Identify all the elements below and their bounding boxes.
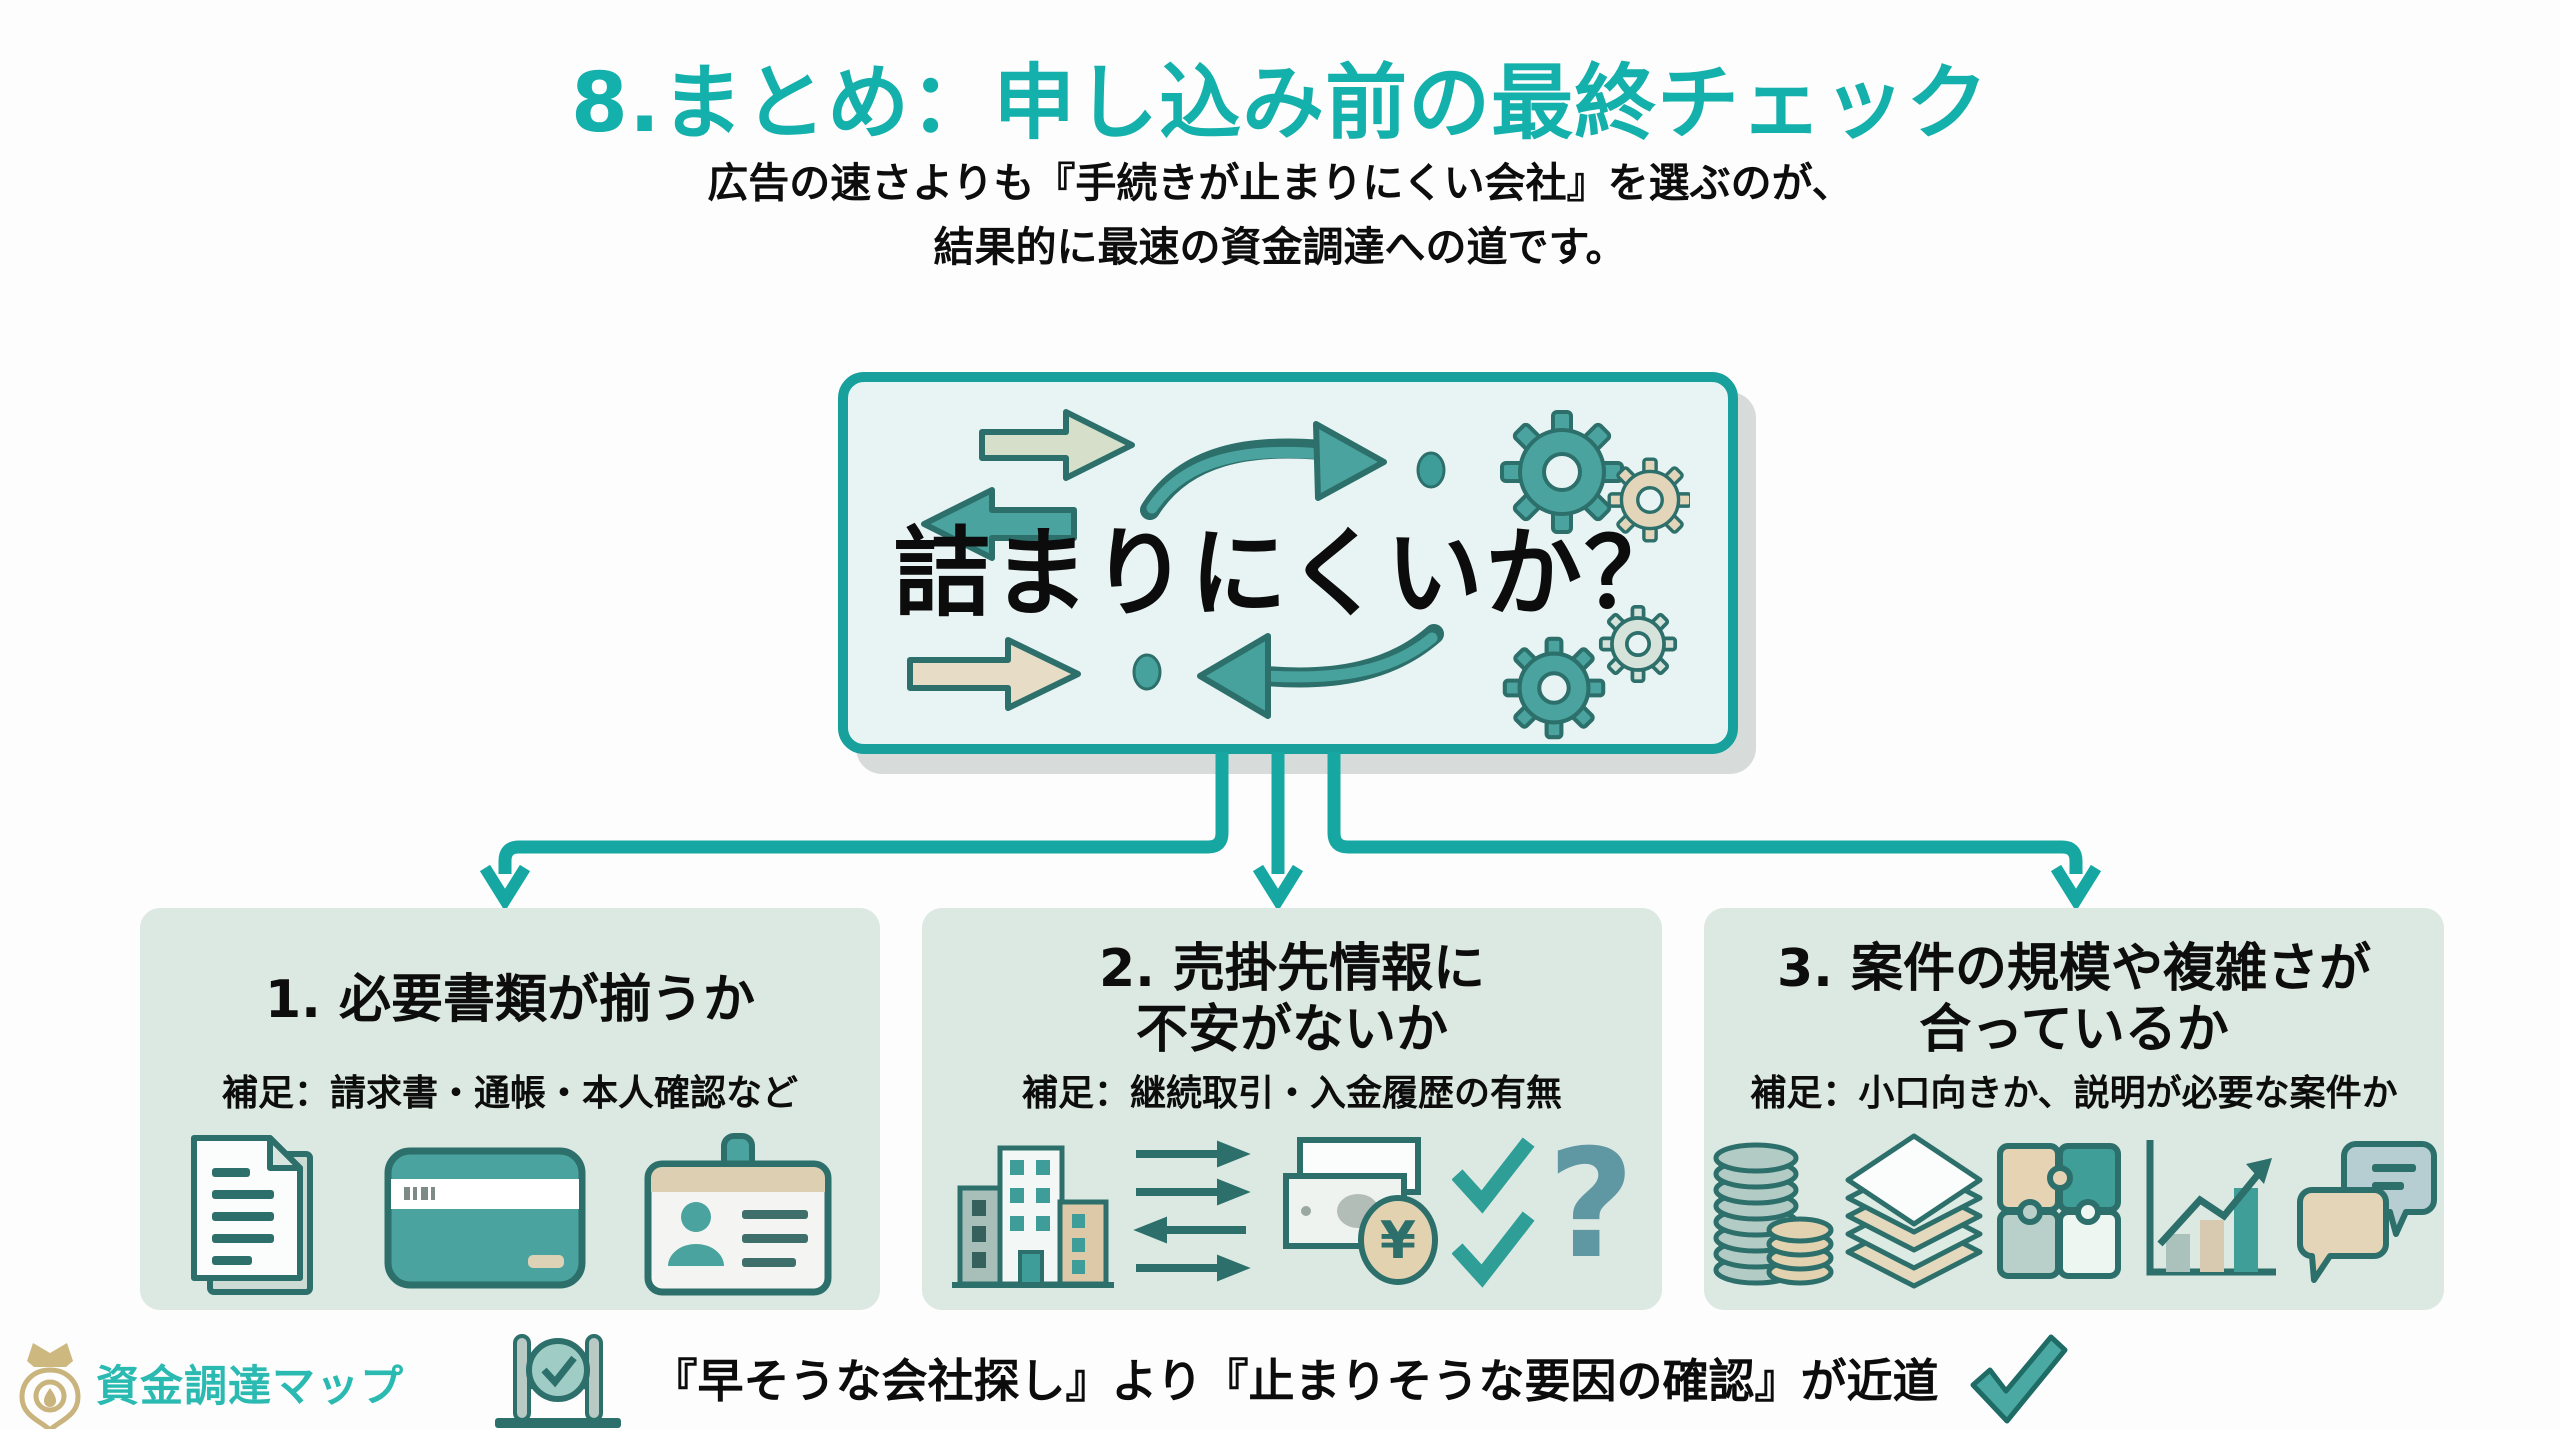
gear-pair-icon <box>1502 604 1678 740</box>
card-title: 2. 売掛先情報に 不安がないか <box>922 939 1662 1060</box>
puzzle-icon <box>1997 1143 2121 1279</box>
question-mark-icon: ? <box>1550 1132 1632 1292</box>
card-debtor-info: 2. 売掛先情報に 不安がないか 補足：継続取引・入金履歴の有無 <box>922 908 1662 1310</box>
brand-logo-text: 資金調達マップ <box>96 1362 404 1412</box>
card-title: 1. 必要書類が揃うか <box>140 940 880 1060</box>
subtitle-line-1: 広告の速さよりも『手続きが止まりにくい会社』を選ぶのが、 <box>707 159 1853 207</box>
question-glyph: ? <box>1550 1132 1632 1292</box>
card-title-line-2: 合っているか <box>1919 1000 2229 1060</box>
page-title: 8.まとめ：申し込み前の最終チェック <box>570 56 1990 151</box>
card-title: 3. 案件の規模や複雑さが 合っているか <box>1704 939 2444 1060</box>
card-title-line-1: 2. 売掛先情報に <box>1098 939 1486 1000</box>
card-icons <box>1704 1132 2444 1290</box>
arrow-left-icon <box>1197 624 1444 719</box>
map-pin-crown-icon <box>19 1343 81 1429</box>
card-note: 補足：継続取引・入金履歴の有無 <box>1021 1073 1562 1114</box>
id-card-icon <box>644 1133 832 1296</box>
big-check-icon <box>1970 1334 2068 1423</box>
card-icons <box>140 1132 880 1300</box>
transfer-arrows-icon <box>1133 1140 1251 1282</box>
arrow-right-icon <box>907 637 1081 711</box>
central-question: 詰まりにくいか？ <box>892 517 1684 630</box>
growth-chart-icon <box>2146 1140 2276 1276</box>
card-documents: 1. 必要書類が揃うか 補足：請求書・通帳・本人確認など <box>140 908 880 1310</box>
central-question-panel: 詰まりにくいか？ <box>838 372 1738 754</box>
dot-icon <box>1416 451 1446 489</box>
connector-arrows <box>479 752 2102 912</box>
card-icons: ¥ ? <box>922 1132 1662 1292</box>
passbook-icon <box>384 1147 586 1289</box>
buildings-icon <box>952 1145 1114 1288</box>
card-title-line-1: 3. 案件の規模や複雑さが <box>1776 939 2372 1000</box>
layer-stack-icon <box>1845 1133 1983 1289</box>
document-icon <box>191 1135 313 1295</box>
swap-arrows-icon <box>921 409 1135 561</box>
yen-glyph: ¥ <box>1380 1211 1416 1271</box>
subtitle-line-2: 結果的に最速の資金調達への道です。 <box>933 222 1627 271</box>
card-deal-fit: 3. 案件の規模や複雑さが 合っているか 補足：小口向きか、説明が必要な案件か <box>1704 908 2444 1310</box>
double-check-icon <box>1452 1137 1535 1288</box>
curved-arrow-icon <box>1140 421 1387 520</box>
card-title-line-1: 1. 必要書類が揃うか <box>264 969 756 1030</box>
dot-icon <box>1132 653 1162 691</box>
footer-message: 『早そうな会社探し』より『止まりそうな要因の確認』が近道 <box>651 1353 1939 1408</box>
card-note: 補足：請求書・通帳・本人確認など <box>221 1073 798 1114</box>
gear-pair-icon <box>1500 410 1690 543</box>
footer: 『早そうな会社探し』より『止まりそうな要因の確認』が近道 <box>0 1326 2560 1429</box>
chat-bubbles-icon <box>2297 1141 2437 1283</box>
money-yen-icon: ¥ <box>1283 1137 1438 1285</box>
card-title-line-2: 不安がないか <box>1135 1000 1448 1060</box>
checkpoint-gate-icon <box>495 1333 622 1428</box>
subtitle: 広告の速さよりも『手続きが止まりにくい会社』を選ぶのが、 結果的に最速の資金調達… <box>0 152 2560 279</box>
card-note: 補足：小口向きか、説明が必要な案件か <box>1750 1073 2398 1114</box>
coin-stacks-icon <box>1713 1142 1834 1286</box>
brand-logo: 資金調達マップ <box>14 1336 404 1429</box>
